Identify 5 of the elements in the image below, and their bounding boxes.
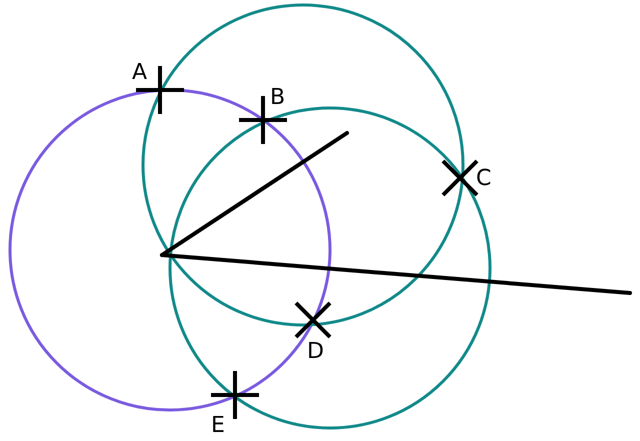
point-label: A: [132, 62, 148, 84]
point-label: B: [270, 87, 286, 109]
point-label: C: [476, 168, 492, 190]
point-label: D: [307, 341, 324, 363]
point-label: E: [211, 415, 225, 437]
